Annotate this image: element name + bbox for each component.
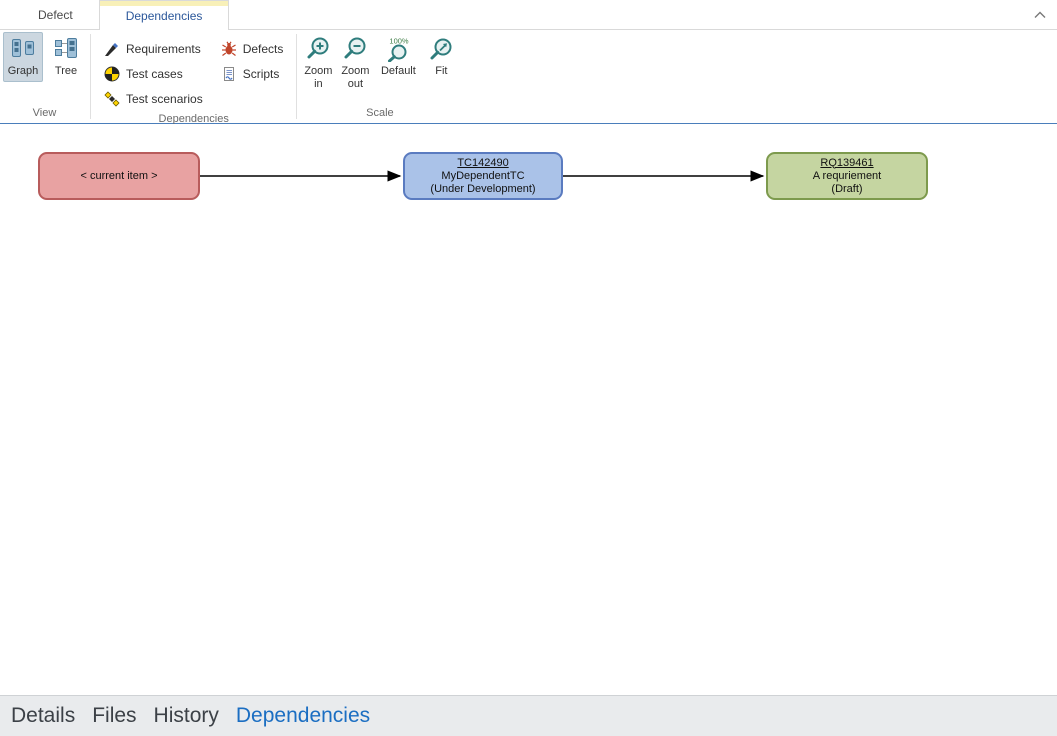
zoom-default-button[interactable]: 100% Default — [375, 32, 421, 82]
node-rq139461[interactable]: RQ139461 A requriement (Draft) — [766, 152, 928, 200]
toggle-test-scenarios[interactable]: Test scenarios — [100, 91, 207, 107]
zoom-fit-icon — [428, 36, 454, 62]
tc-node-id-link[interactable]: TC142490 — [457, 157, 508, 170]
toggle-scripts[interactable]: Scripts — [217, 66, 288, 82]
zoom-in-label: Zoom in — [303, 65, 333, 91]
zoom-fit-button[interactable]: Fit — [424, 32, 458, 82]
bottom-tab-history[interactable]: History — [154, 704, 219, 728]
toggle-defects[interactable]: Defects — [217, 41, 288, 57]
rq-node-status: (Draft) — [831, 183, 862, 196]
tab-defect[interactable]: Defect — [12, 0, 99, 29]
toggle-requirements[interactable]: Requirements — [100, 41, 207, 57]
node-tc142490[interactable]: TC142490 MyDependentTC (Under Developmen… — [403, 152, 563, 200]
dependency-arrows — [0, 124, 1057, 695]
collapse-ribbon-button[interactable] — [1031, 6, 1049, 24]
toggle-defects-label: Defects — [243, 42, 284, 56]
defects-icon — [221, 41, 237, 57]
zoom-out-label: Zoom out — [340, 65, 370, 91]
toggle-test-cases-label: Test cases — [126, 67, 183, 81]
ribbon-group-dependencies: Requirements Test cases — [92, 30, 295, 123]
group-label-view: View — [0, 105, 89, 123]
graph-view-label: Graph — [8, 65, 39, 78]
zoom-default-icon: 100% — [385, 36, 411, 62]
graph-icon — [10, 36, 36, 62]
ribbon-tab-strip: Defect Dependencies — [0, 0, 1057, 30]
tree-view-button[interactable]: Tree — [46, 32, 86, 82]
tc-node-status: (Under Development) — [430, 183, 535, 196]
toggle-scripts-label: Scripts — [243, 67, 280, 81]
tc-node-name: MyDependentTC — [441, 170, 524, 183]
node-current-item[interactable]: < current item > — [38, 152, 200, 200]
tree-view-label: Tree — [55, 65, 77, 78]
zoom-fit-label: Fit — [435, 65, 447, 78]
rq-node-id-link[interactable]: RQ139461 — [820, 157, 873, 170]
zoom-default-badge: 100% — [390, 37, 410, 46]
bottom-tab-bar: Details Files History Dependencies — [0, 695, 1057, 736]
zoom-in-button[interactable]: Zoom in — [301, 32, 335, 95]
bottom-tab-files[interactable]: Files — [92, 704, 136, 728]
toggle-requirements-label: Requirements — [126, 42, 201, 56]
group-label-scale: Scale — [298, 105, 461, 123]
test-cases-icon — [104, 66, 120, 82]
rq-node-name: A requriement — [813, 170, 881, 183]
group-separator — [90, 34, 91, 119]
current-item-label: < current item > — [80, 170, 157, 183]
group-separator — [296, 34, 297, 119]
zoom-in-icon — [305, 36, 331, 62]
test-scenarios-icon — [104, 91, 120, 107]
scripts-icon — [221, 66, 237, 82]
bottom-tab-dependencies[interactable]: Dependencies — [236, 704, 370, 728]
chevron-up-icon — [1034, 6, 1046, 24]
tree-icon — [53, 36, 79, 62]
dependency-graph-canvas: < current item > TC142490 MyDependentTC … — [0, 124, 1057, 695]
bottom-tab-details[interactable]: Details — [11, 704, 75, 728]
ribbon: Graph Tree — [0, 30, 1057, 124]
tab-defect-label: Defect — [38, 8, 73, 22]
zoom-out-icon — [342, 36, 368, 62]
requirements-icon — [104, 41, 120, 57]
tab-dependencies[interactable]: Dependencies — [99, 0, 230, 30]
toggle-test-cases[interactable]: Test cases — [100, 66, 207, 82]
graph-view-button[interactable]: Graph — [3, 32, 43, 82]
tab-dependencies-label: Dependencies — [126, 9, 203, 23]
ribbon-group-scale: Zoom in Zoom out 100% — [298, 30, 461, 123]
zoom-out-button[interactable]: Zoom out — [338, 32, 372, 95]
ribbon-group-view: Graph Tree — [0, 30, 89, 123]
zoom-default-label: Default — [381, 65, 416, 78]
toggle-test-scenarios-label: Test scenarios — [126, 92, 203, 106]
